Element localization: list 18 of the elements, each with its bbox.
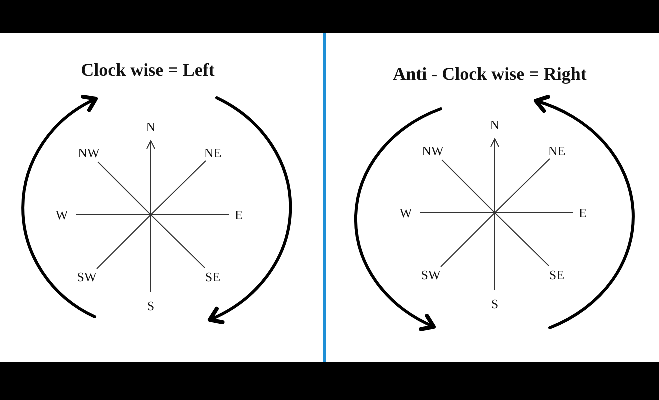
compass-direction-label: NE <box>204 146 222 160</box>
compass-direction-label: SW <box>421 268 441 282</box>
compass-direction-label: W <box>400 206 412 220</box>
compass-direction-label: N <box>490 118 500 132</box>
compass-direction-label: SE <box>549 268 565 282</box>
panel-heading: Anti - Clock wise = Right <box>393 65 587 83</box>
compass-direction-label: S <box>491 298 499 310</box>
compass-direction-label: SE <box>205 270 221 284</box>
compass-direction-label: NE <box>548 144 566 158</box>
compass-direction-label: S <box>147 300 155 312</box>
compass-direction-label: NW <box>422 144 444 158</box>
compass-direction-label: SW <box>77 270 97 284</box>
compass-direction-label: E <box>579 206 587 220</box>
compass-direction-label: W <box>56 208 68 222</box>
compass-direction-label: N <box>146 120 156 134</box>
compass-direction-label: NW <box>78 146 100 160</box>
compass-direction-label: E <box>235 208 243 222</box>
panel-heading: Clock wise = Left <box>81 61 215 79</box>
